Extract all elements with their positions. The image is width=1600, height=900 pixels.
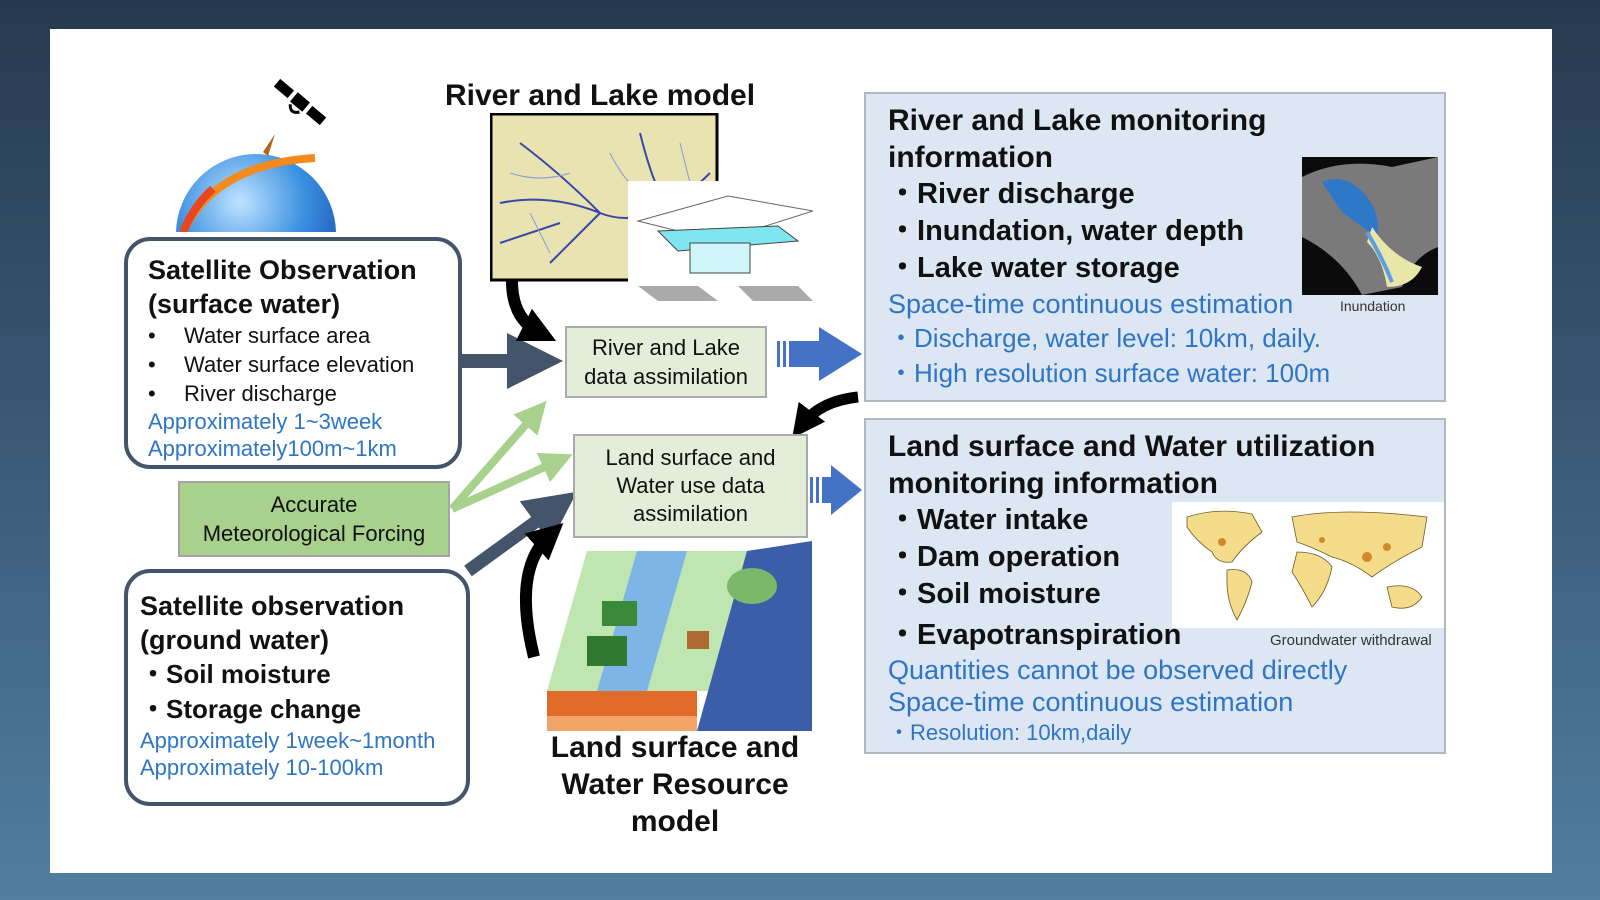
surface-obs-title-line-1: Satellite Observation: [148, 255, 417, 285]
ground-water-observation-box: Satellite observation (ground water) ・So…: [124, 569, 470, 806]
surface-water-observation-box: Satellite Observation (surface water) •W…: [124, 237, 462, 469]
arrow-river-model-to-assim: [506, 280, 557, 342]
land-water-monitoring-panel: Land surface and Water utilization monit…: [864, 418, 1446, 754]
inundation-map-image: [1302, 157, 1438, 295]
land-info-item: ・Evapotranspiration: [888, 619, 1182, 651]
surface-obs-item: •River discharge: [148, 381, 337, 406]
groundwater-withdrawal-map-image: [1172, 502, 1444, 628]
forcing-line-2: Meteorological Forcing: [202, 521, 426, 546]
river-info-item: ・River discharge: [888, 178, 1135, 210]
land-info-item: ・Water intake: [888, 504, 1089, 536]
inundation-caption: Inundation: [1340, 298, 1406, 314]
surface-obs-title-line-2: (surface water): [148, 289, 341, 319]
floodplain-diagram-image: [628, 181, 813, 306]
land-info-note: Quantities cannot be observed directly: [888, 655, 1348, 685]
arrow-land-assim-to-info: [810, 465, 862, 515]
land-info-title-line-2: monitoring information: [888, 467, 1218, 500]
slide: River and Lake model Satellite Observati…: [50, 29, 1552, 873]
arrow-ground-to-land-assim: [464, 491, 578, 577]
river-info-title-line-1: River and Lake monitoring: [888, 104, 1267, 137]
river-lake-assimilation-box: River and Lake data assimilation: [565, 326, 767, 398]
river-info-sub-item: ・Discharge, water level: 10km, daily.: [888, 323, 1322, 353]
ground-obs-note: Approximately 1week~1month: [140, 728, 436, 753]
river-info-title-line-2: information: [888, 141, 1053, 174]
land-assim-line-1: Land surface and: [605, 445, 776, 470]
land-model-title-line-3: model: [630, 805, 720, 838]
land-water-assimilation-box: Land surface and Water use data assimila…: [573, 434, 808, 538]
land-assim-line-3: assimilation: [633, 501, 748, 526]
surface-obs-note: Approximately 1~3week: [148, 409, 383, 434]
river-info-sub-item: ・High resolution surface water: 100m: [888, 358, 1331, 388]
arrow-forcing-to-river-assim: [448, 400, 547, 512]
surface-obs-item: •Water surface area: [148, 323, 371, 348]
river-assim-line-2: data assimilation: [584, 364, 748, 389]
river-lake-model-title: River and Lake model: [444, 79, 756, 112]
land-info-item: ・Dam operation: [888, 541, 1121, 573]
land-water-model-title: Land surface and Water Resource model: [520, 729, 830, 840]
river-info-note: Space-time continuous estimation: [888, 289, 1294, 319]
groundwater-caption: Groundwater withdrawal: [1270, 632, 1432, 649]
land-info-title-line-1: Land surface and Water utilization: [888, 430, 1376, 463]
arrow-river-info-to-land-assim: [792, 391, 859, 439]
bullet: •: [148, 381, 156, 406]
arrow-forcing-to-land-assim: [450, 453, 573, 513]
land-info-item: ・Soil moisture: [888, 578, 1101, 610]
bullet: •: [148, 352, 156, 377]
ground-obs-item: ・Storage change: [140, 694, 362, 724]
bullet: •: [148, 323, 156, 348]
ground-obs-note: Approximately 10-100km: [140, 755, 384, 780]
arrows-layer: [448, 280, 862, 659]
river-info-item: ・Inundation, water depth: [888, 215, 1245, 247]
river-info-item: ・Lake water storage: [888, 252, 1180, 284]
surface-obs-note: Approximately100m~1km: [148, 436, 397, 461]
surface-obs-item: •Water surface elevation: [148, 352, 415, 377]
ground-obs-title-line-1: Satellite observation: [140, 591, 405, 621]
meteorological-forcing-box: Accurate Meteorological Forcing: [178, 481, 450, 557]
land-model-title-line-1: Land surface and: [550, 731, 800, 764]
arrow-land-model-to-assim: [520, 522, 564, 659]
forcing-line-1: Accurate: [270, 492, 358, 517]
land-info-note: Space-time continuous estimation: [888, 687, 1294, 717]
arrow-river-assim-to-info: [777, 327, 862, 381]
river-lake-monitoring-panel: River and Lake monitoring information ・R…: [864, 92, 1446, 402]
land-model-title-line-2: Water Resource: [561, 768, 789, 801]
water-resource-model-image: [547, 541, 812, 731]
river-assim-line-1: River and Lake: [592, 335, 740, 360]
ground-obs-item: ・Soil moisture: [140, 659, 331, 689]
land-assim-line-2: Water use data: [616, 473, 765, 498]
satellite-globe-icon: [176, 78, 336, 232]
ground-obs-title-line-2: (ground water): [140, 625, 329, 655]
land-info-sub-item: ・Resolution: 10km,daily: [888, 720, 1132, 745]
